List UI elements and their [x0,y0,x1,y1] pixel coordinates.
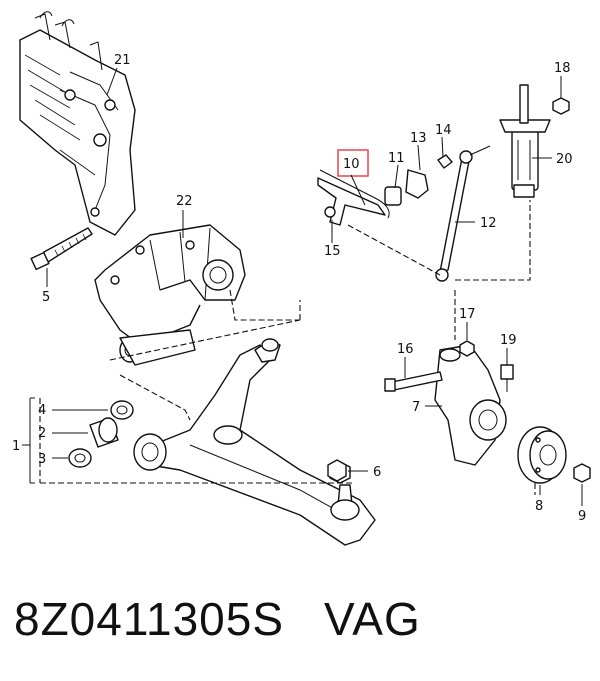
callout-2: 2 [38,426,46,441]
parts-exploded-diagram: 21 22 5 4 2 3 1 6 10 11 13 14 15 12 18 2… [12,11,591,546]
control-arm [133,338,376,546]
callout-7: 7 [412,400,420,415]
coupling-rod [435,145,491,282]
callout-6: 6 [373,465,381,480]
callout-17: 17 [459,307,476,322]
steering-knuckle [434,344,507,466]
callout-15: 15 [324,244,341,259]
callout-3: 3 [38,452,46,467]
part-number-caption: 8Z0411305S VAG [14,592,421,646]
bracket-mount [94,224,246,366]
callout-12: 12 [480,216,497,231]
callout-18: 18 [554,61,571,76]
strut [499,84,551,198]
callout-9: 9 [578,509,586,524]
callout-20: 20 [556,152,573,167]
part-number: 8Z0411305S [14,593,285,645]
callout-5: 5 [42,290,50,305]
nut-6 [327,459,347,482]
callout-22: 22 [176,194,193,209]
bushing-set [68,400,134,468]
bolt-5 [30,227,93,271]
bolt-16 [384,371,443,392]
leader-lines [22,67,583,506]
callout-21: 21 [114,53,131,68]
callout-1: 1 [12,439,20,454]
nut-17 [459,340,475,357]
callout-labels: 21 22 5 4 2 3 1 6 10 11 13 14 15 12 18 2… [12,53,586,524]
nut-18 [552,97,570,115]
callout-16: 16 [397,342,414,357]
callout-8: 8 [535,499,543,514]
subframe-body-panel [19,11,136,236]
assembly-guide-lines [39,200,536,495]
wheel-bolt-9 [573,463,591,483]
brand-name: VAG [324,593,421,645]
callout-10: 10 [343,157,360,172]
callout-13: 13 [410,131,427,146]
callout-14: 14 [435,123,452,138]
callout-11: 11 [388,151,405,166]
bolt-19 [500,364,514,392]
highlight-box [337,149,369,177]
wheel-hub [517,426,567,484]
callout-4: 4 [38,403,46,418]
callout-19: 19 [500,333,517,348]
